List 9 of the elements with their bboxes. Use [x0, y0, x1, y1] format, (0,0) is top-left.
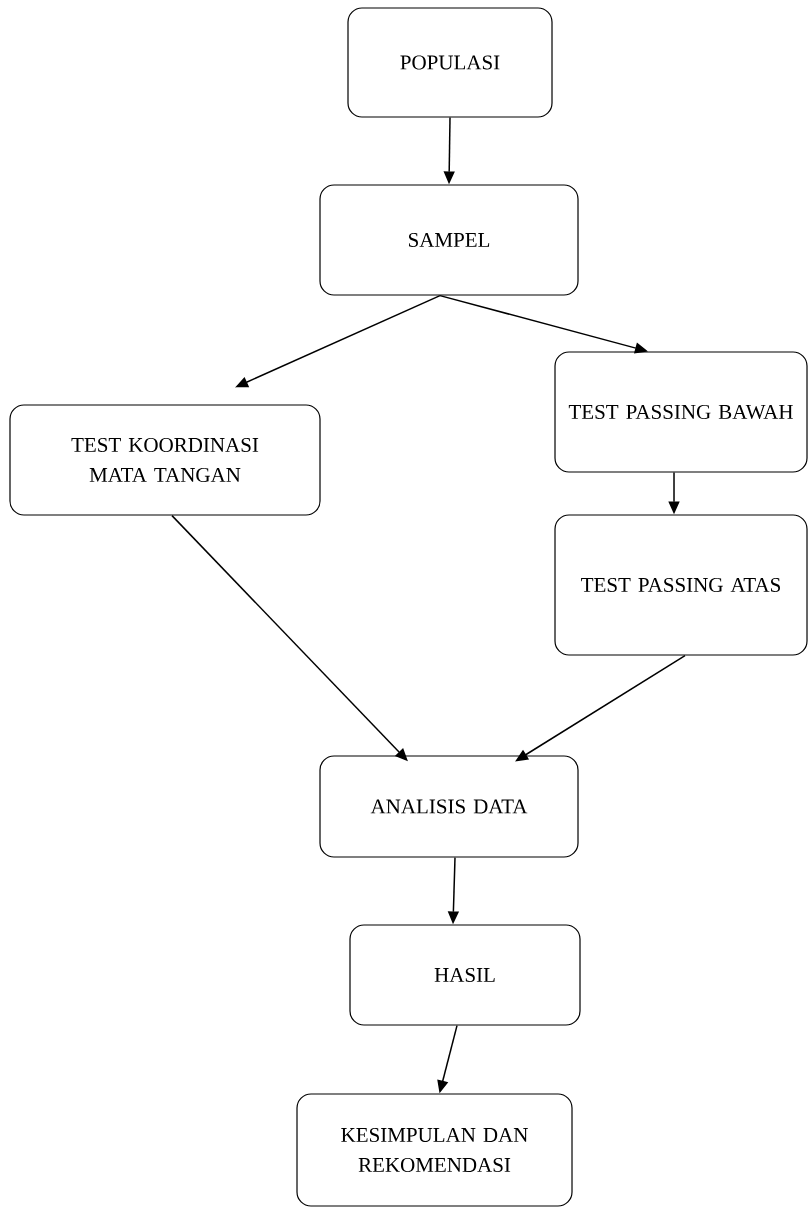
process-box: POPULASI [347, 7, 553, 118]
process-box: KESIMPULAN DAN REKOMENDASI [296, 1093, 573, 1207]
process-box: TEST PASSING BAWAH [554, 351, 808, 473]
process-box: HASIL [349, 924, 581, 1026]
process-box: TEST PASSING ATAS [554, 514, 808, 656]
process-box: SAMPEL [319, 184, 579, 296]
process-box: TEST KOORDINASI MATA TANGAN [9, 404, 321, 516]
process-box: ANALISIS DATA [319, 755, 579, 858]
arrow [515, 654, 686, 762]
